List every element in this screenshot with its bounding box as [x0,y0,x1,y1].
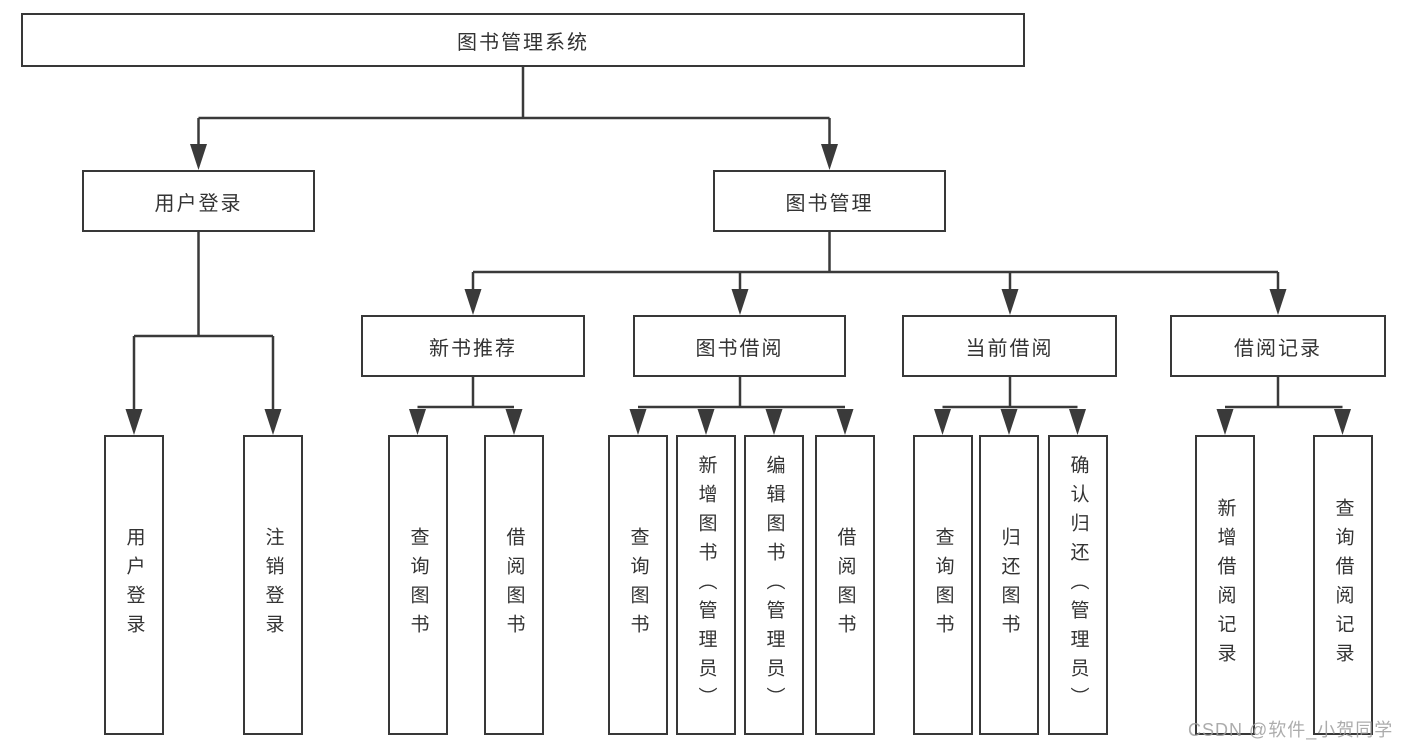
leaf-borrow-books-recommend: 借阅图书 [484,435,544,735]
arrow-down-icon [765,409,783,435]
arrow-down-icon [409,409,426,435]
node-current-borrowing: 当前借阅 [902,315,1117,377]
arrow-down-icon [1216,409,1234,435]
node-user-login: 用户登录 [82,170,315,232]
watermark: CSDN @软件_小贺同学 [1188,720,1394,740]
leaf-add-borrow-record: 新增借阅记录 [1195,435,1255,735]
arrow-down-icon [836,409,854,435]
arrow-down-icons [125,144,1351,435]
leaf-query-borrow-record: 查询借阅记录 [1313,435,1373,735]
arrow-down-icon [125,409,143,435]
leaf-borrow-books: 借阅图书 [815,435,875,735]
arrow-down-icon [264,409,282,435]
arrow-down-icon [821,144,838,170]
node-new-book-recommendation: 新书推荐 [361,315,585,377]
arrow-down-icon [1069,409,1086,435]
arrow-down-icon [731,289,749,315]
node-borrowing-records: 借阅记录 [1170,315,1386,377]
node-library-management-system: 图书管理系统 [21,13,1025,67]
arrow-down-icon [629,409,647,435]
arrow-down-icon [190,144,207,170]
leaf-confirm-return-admin: 确认归还（管理员） [1048,435,1108,735]
leaf-add-books-admin: 新增图书（管理员） [676,435,736,735]
arrow-down-icon [464,289,482,315]
connector-lines [132,67,1343,411]
node-book-borrowing: 图书借阅 [633,315,846,377]
arrow-down-icon [934,409,951,435]
leaf-edit-books-admin: 编辑图书（管理员） [744,435,804,735]
leaf-return-books: 归还图书 [979,435,1039,735]
leaf-query-books-current: 查询图书 [913,435,973,735]
leaf-query-books-borrowing: 查询图书 [608,435,668,735]
arrow-down-icon [1000,409,1018,435]
leaf-user-login: 用户登录 [104,435,164,735]
arrow-down-icon [505,409,523,435]
node-book-management: 图书管理 [713,170,946,232]
leaf-logout-login: 注销登录 [243,435,303,735]
arrow-down-icon [697,409,715,435]
arrow-down-icon [1269,289,1287,315]
leaf-query-books-recommend: 查询图书 [388,435,448,735]
arrow-down-icon [1001,289,1019,315]
arrow-down-icon [1334,409,1351,435]
